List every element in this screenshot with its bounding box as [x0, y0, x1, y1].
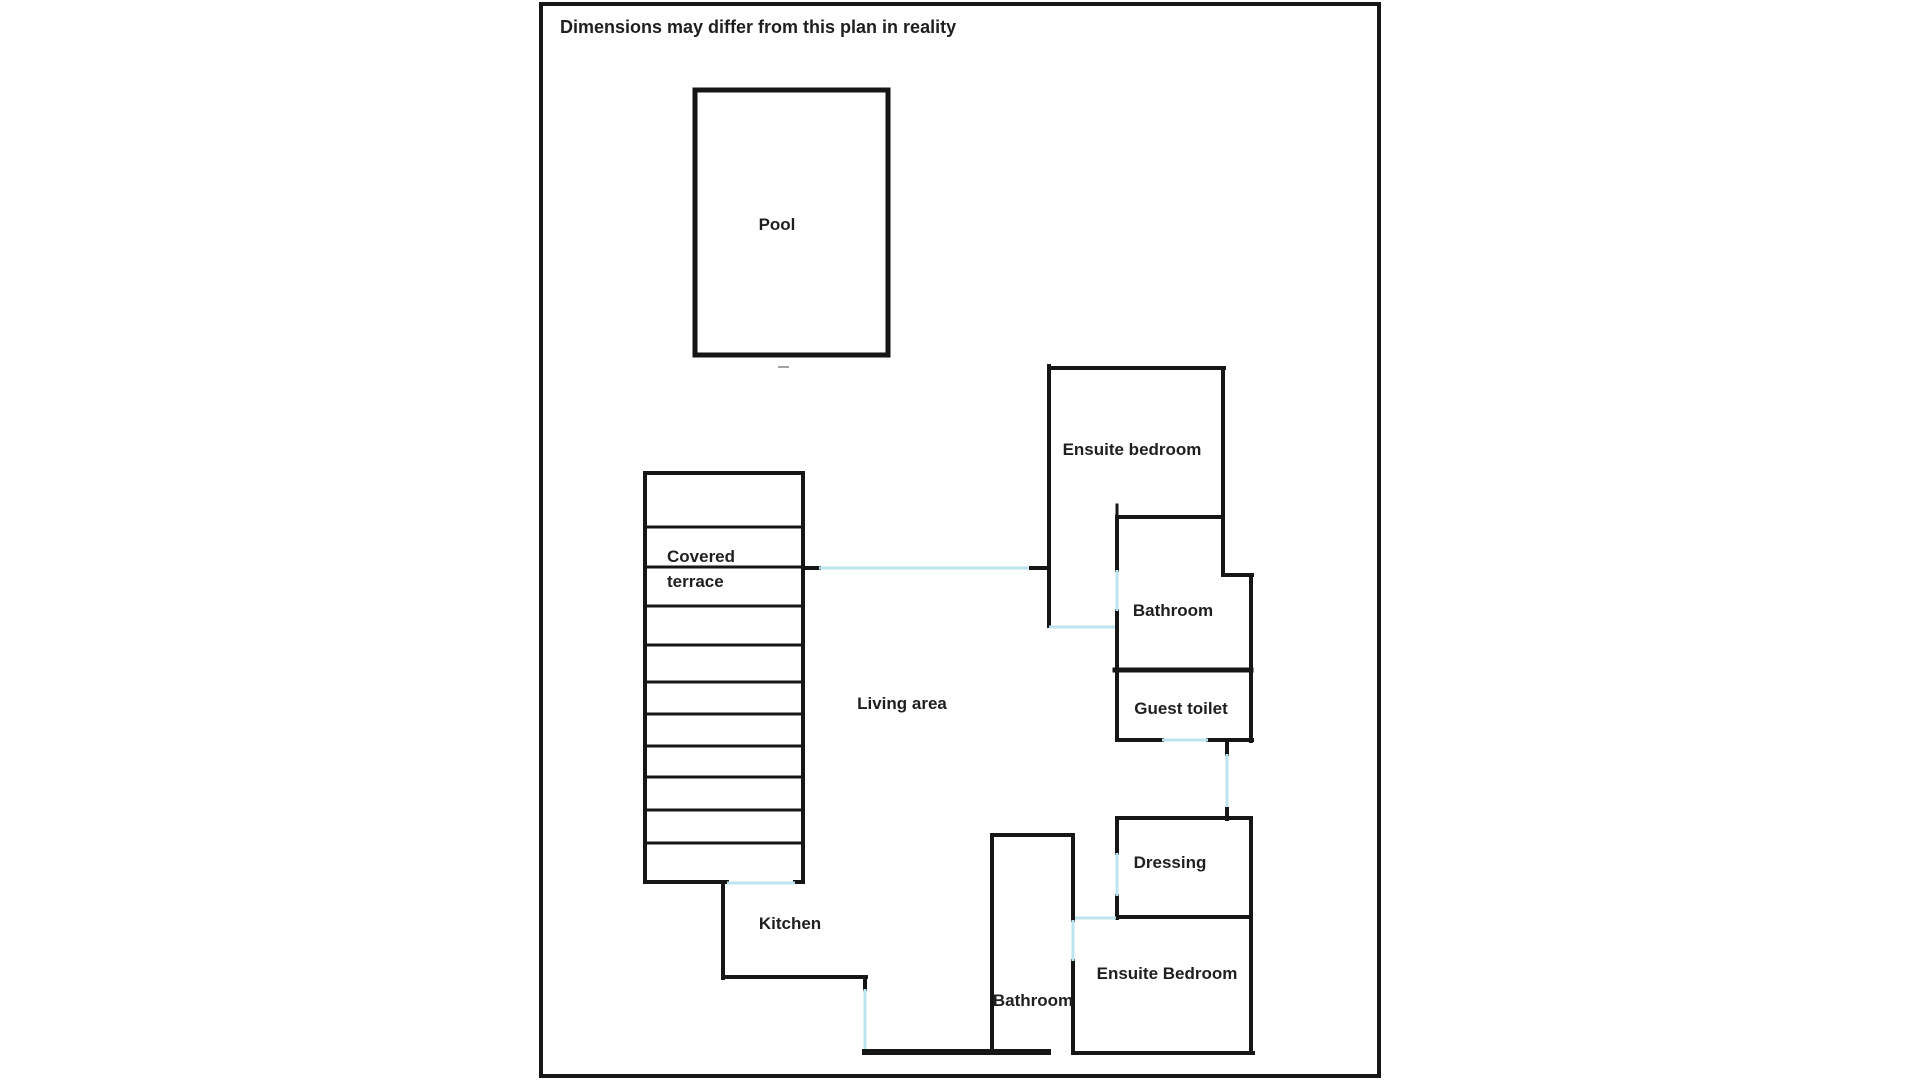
dressing-label: Dressing — [1134, 853, 1207, 872]
kitchen-label: Kitchen — [759, 914, 821, 933]
ensuite-bedroom-top-label: Ensuite bedroom — [1063, 440, 1202, 459]
terrace-slats — [643, 525, 805, 845]
pool-label: Pool — [759, 215, 796, 234]
bathroom-top-walls — [1112, 503, 1254, 673]
ensuite-bedroom-bottom-label: Ensuite Bedroom — [1097, 964, 1238, 983]
terrace-outline — [643, 471, 805, 884]
living-area-label: Living area — [857, 694, 947, 713]
disclaimer-text: Dimensions may differ from this plan in … — [560, 17, 956, 37]
guest-toilet-label: Guest toilet — [1134, 699, 1228, 718]
plan-border — [539, 2, 1381, 1078]
guest-toilet-walls — [1115, 668, 1254, 742]
bathroom-bottom-label: Bathroom — [993, 991, 1073, 1010]
pool-outline — [692, 87, 891, 368]
covered-terrace-label-line1: Covered — [667, 547, 735, 566]
covered-terrace-label-line2: terrace — [667, 572, 724, 591]
bathroom-bottom-walls — [990, 833, 1075, 1055]
dressing-walls — [1115, 816, 1253, 1055]
kitchen-walls — [721, 881, 868, 991]
bottom-walls — [862, 1049, 1255, 1055]
bathroom-top-label: Bathroom — [1133, 601, 1213, 620]
ensuite-bedroom-top-walls — [1047, 364, 1254, 743]
